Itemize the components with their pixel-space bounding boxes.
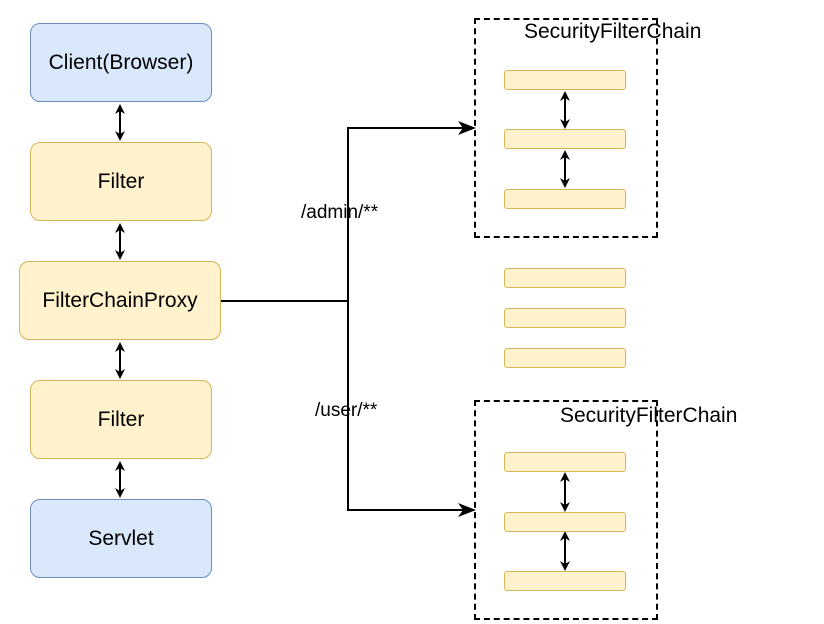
filter-bottom-label: Filter [97,407,145,431]
chain-top-filter-2 [504,129,626,149]
chain-top-filter-1 [504,70,626,90]
servlet-label: Servlet [88,526,154,550]
middle-filter-3 [504,348,626,368]
chain-bottom-filter-1 [504,452,626,472]
chain-bottom-filter-2 [504,512,626,532]
client-node: Client(Browser) [30,23,212,102]
filter-top-node: Filter [30,142,212,221]
client-label: Client(Browser) [48,50,194,74]
security-filter-chain-top [474,18,658,238]
middle-filter-1 [504,268,626,288]
security-filter-chain-top-title: SecurityFilterChain [524,20,702,43]
chain-bottom-filter-3 [504,571,626,591]
security-filter-chain-bottom-title: SecurityFilterChain [560,404,738,427]
route-admin-label: /admin/** [301,202,379,223]
filter-chain-proxy-node: FilterChainProxy [19,261,221,340]
route-user-connector [347,301,476,517]
security-filter-chain-bottom [474,400,658,620]
filter-chain-proxy-label: FilterChainProxy [42,288,198,312]
filter-top-label: Filter [97,169,145,193]
servlet-node: Servlet [30,499,212,578]
route-admin-connector [221,121,476,302]
route-user-label: /user/** [315,400,378,421]
filter-bottom-node: Filter [30,380,212,459]
middle-filter-2 [504,308,626,328]
chain-top-filter-3 [504,189,626,209]
